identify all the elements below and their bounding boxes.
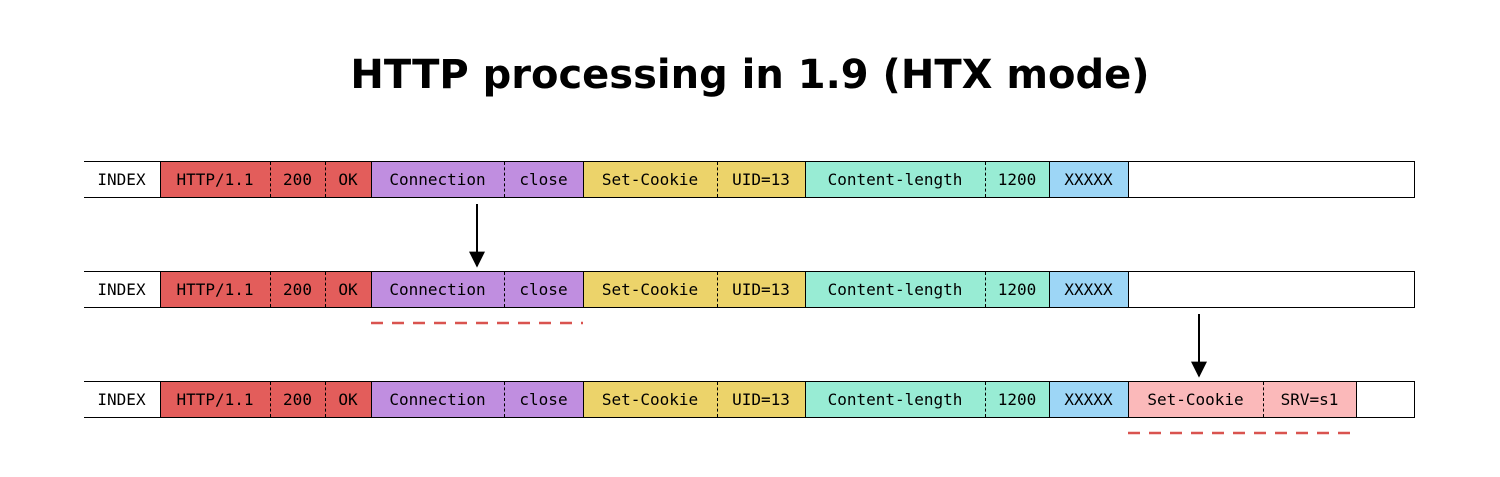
field-xxxxx: XXXXX: [1048, 382, 1128, 417]
field-xxxxx: XXXXX: [1048, 272, 1128, 307]
field-index: INDEX: [83, 382, 160, 417]
field-index: INDEX: [83, 272, 160, 307]
field-content-length: Content-length: [804, 382, 985, 417]
field-content-length: Content-length: [804, 162, 985, 197]
field-200: 200: [269, 272, 325, 307]
field-connection: Connection: [370, 162, 504, 197]
row-empty-area: [1355, 382, 1357, 417]
field-200: 200: [269, 382, 325, 417]
field-set-cookie: Set-Cookie: [582, 382, 717, 417]
field-uid-13: UID=13: [716, 382, 805, 417]
field-set-cookie: Set-Cookie: [1127, 382, 1263, 417]
field-close: close: [503, 382, 583, 417]
row-empty-area: [1127, 162, 1129, 197]
field-close: close: [503, 272, 583, 307]
field-ok: OK: [324, 162, 371, 197]
field-1200: 1200: [984, 162, 1049, 197]
field-connection: Connection: [370, 272, 504, 307]
field-set-cookie: Set-Cookie: [582, 162, 717, 197]
field-200: 200: [269, 162, 325, 197]
field-http-1-1: HTTP/1.1: [159, 272, 270, 307]
field-ok: OK: [324, 382, 371, 417]
field-index: INDEX: [83, 162, 160, 197]
field-xxxxx: XXXXX: [1048, 162, 1128, 197]
field-close: close: [503, 162, 583, 197]
field-uid-13: UID=13: [716, 272, 805, 307]
field-content-length: Content-length: [804, 272, 985, 307]
field-1200: 1200: [984, 382, 1049, 417]
field-http-1-1: HTTP/1.1: [159, 162, 270, 197]
row-empty-area: [1127, 272, 1129, 307]
field-uid-13: UID=13: [716, 162, 805, 197]
field-srv-s1: SRV=s1: [1262, 382, 1356, 417]
field-http-1-1: HTTP/1.1: [159, 382, 270, 417]
field-set-cookie: Set-Cookie: [582, 272, 717, 307]
field-1200: 1200: [984, 272, 1049, 307]
field-connection: Connection: [370, 382, 504, 417]
field-ok: OK: [324, 272, 371, 307]
diagram-title: HTTP processing in 1.9 (HTX mode): [350, 52, 1150, 98]
